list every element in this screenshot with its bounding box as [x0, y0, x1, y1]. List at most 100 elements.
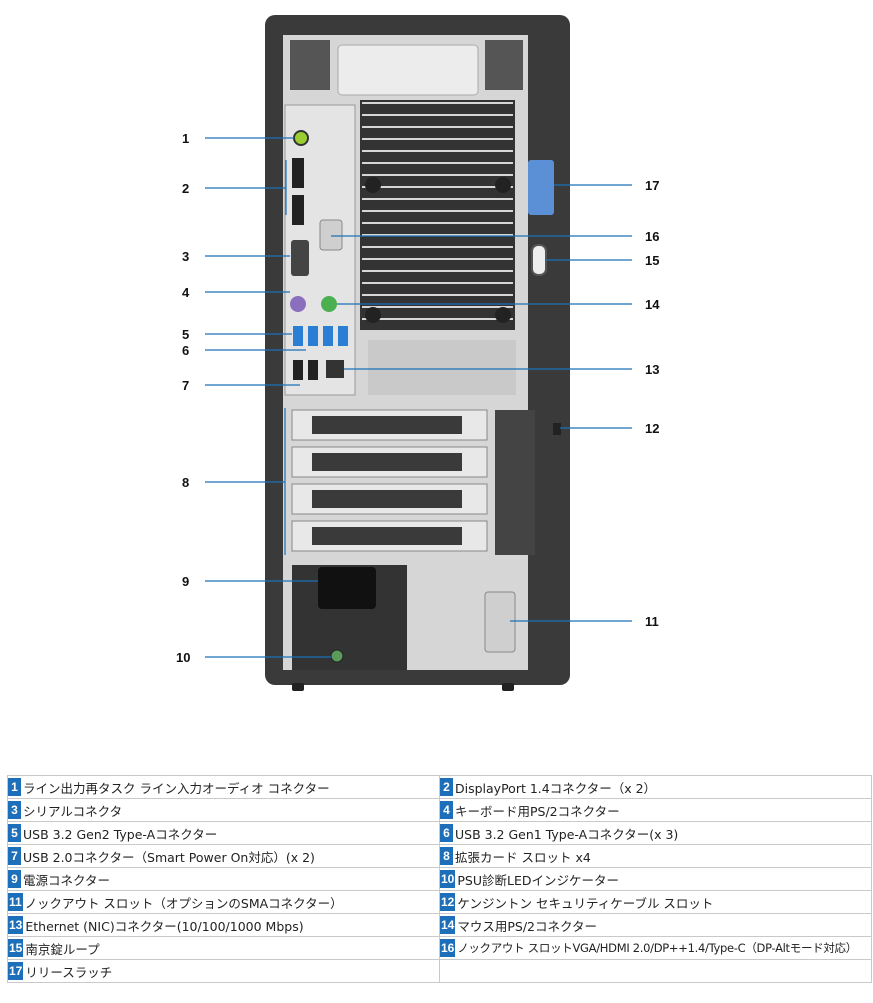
label-plate — [368, 340, 516, 395]
callout-3: 3 — [182, 249, 189, 264]
legend-number-badge: 2 — [440, 778, 453, 796]
fan-screw — [365, 307, 381, 323]
callout-4: 4 — [182, 285, 190, 300]
top-vent-left — [290, 40, 330, 90]
displayport-2 — [292, 195, 304, 225]
foot-left — [292, 683, 304, 691]
ps2-keyboard-port — [290, 296, 306, 312]
top-handle — [337, 44, 479, 96]
legend-number-badge: 16 — [440, 939, 456, 957]
callout-16: 16 — [645, 229, 659, 244]
callout-8: 8 — [182, 475, 189, 490]
callout-13: 13 — [645, 362, 659, 377]
top-vent-right — [485, 40, 523, 90]
callout-1: 1 — [182, 131, 189, 146]
audio-jack — [293, 130, 309, 146]
legend-number-badge: 12 — [440, 893, 456, 911]
knockout-slot-video — [319, 219, 343, 251]
legend-label: キーボード用PS/2コネクター — [455, 803, 620, 819]
fan-screw — [495, 177, 511, 193]
legend-label: PSU診断LEDインジケーター — [457, 872, 619, 888]
legend-label: 南京錠ループ — [25, 941, 100, 957]
legend-number-badge: 10 — [440, 870, 456, 888]
legend-label: ライン出力再タスク ライン入力オーディオ コネクター — [23, 780, 330, 796]
usb-32-gen2-port — [293, 326, 303, 346]
callout-11: 11 — [645, 614, 659, 629]
callout-7: 7 — [182, 378, 189, 393]
serial-connector — [291, 240, 309, 276]
pc-rear-panel-diagram: 1 2 3 4 5 6 7 8 9 10 11 12 13 14 15 16 1… — [176, 15, 660, 691]
legend-number-badge: 13 — [8, 916, 24, 934]
legend-number-badge: 9 — [8, 870, 21, 888]
legend-number-badge: 7 — [8, 847, 21, 865]
legend-number-badge: 4 — [440, 801, 453, 819]
legend-number-badge: 5 — [8, 824, 21, 842]
legend-label: ノックアウト スロットVGA/HDMI 2.0/DP++1.4/Type-C（D… — [457, 941, 857, 955]
legend-label: Ethernet (NIC)コネクター(10/100/1000 Mbps) — [25, 918, 304, 934]
callout-numbers: 1 2 3 4 5 6 7 8 9 10 11 12 13 14 15 16 1… — [176, 131, 660, 665]
usb-20-port — [308, 360, 318, 380]
usb-32-gen1-port — [323, 326, 333, 346]
legend-number-badge: 3 — [8, 801, 21, 819]
power-connector — [318, 567, 376, 609]
usb-32-gen1-port — [338, 326, 348, 346]
callout-17: 17 — [645, 178, 659, 193]
legend-label: ケンジントン セキュリティケーブル スロット — [457, 895, 714, 911]
knockout-slot-sma — [484, 591, 516, 653]
fan-screw — [495, 307, 511, 323]
legend-cell-empty — [439, 959, 872, 983]
legend-label: USB 2.0コネクター（Smart Power On対応）(x 2) — [23, 849, 315, 865]
vent-grid — [362, 102, 513, 320]
legend-label: ノックアウト スロット（オプションのSMAコネクター） — [24, 895, 343, 911]
callout-2: 2 — [182, 181, 189, 196]
legend-number-badge: 17 — [8, 962, 24, 980]
callout-9: 9 — [182, 574, 189, 589]
ps2-mouse-port — [321, 296, 337, 312]
callout-lines — [205, 137, 632, 658]
callout-14: 14 — [645, 297, 660, 312]
legend-label: DisplayPort 1.4コネクター（x 2） — [455, 780, 657, 796]
legend-number-badge: 8 — [440, 847, 453, 865]
kensington-slot — [553, 423, 561, 435]
side-vent — [495, 410, 535, 555]
legend-number-badge: 1 — [8, 778, 21, 796]
legend-label: シリアルコネクタ — [23, 803, 123, 819]
legend-number-badge: 14 — [440, 916, 456, 934]
legend-number-badge: 15 — [8, 939, 24, 957]
callout-10: 10 — [176, 650, 190, 665]
foot-right — [502, 683, 514, 691]
callout-5: 5 — [182, 327, 189, 342]
displayport-1 — [292, 158, 304, 188]
legend-label: マウス用PS/2コネクター — [457, 918, 597, 934]
legend-label: 拡張カード スロット x4 — [455, 849, 591, 865]
callout-6: 6 — [182, 343, 189, 358]
callout-12: 12 — [645, 421, 659, 436]
release-latch — [528, 160, 554, 215]
